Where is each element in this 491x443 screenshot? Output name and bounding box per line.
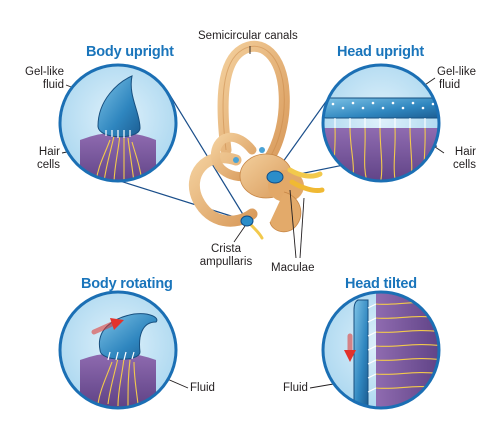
title-body-rotating: Body rotating [81,276,173,292]
title-head-upright: Head upright [337,44,425,60]
label-fluid-right: Fluid [283,382,308,394]
panel-body-rotating [58,290,178,410]
label-hair-cells-left: Hair cells [36,146,60,171]
macula-spot [266,170,284,184]
label-gel-like-fluid-right: Gel-like fluid [437,66,476,91]
title-head-tilted: Head tilted [345,276,417,292]
label-hair-cells-right: Hair cells [452,146,476,171]
label-crista-ampullaris: Crista ampullaris [199,243,253,268]
title-body-upright: Body upright [86,44,174,60]
label-gel-like-fluid-left: Gel-like fluid [25,66,64,91]
label-fluid-left: Fluid [190,382,215,394]
tilt-arrow-icon [344,333,356,362]
rotation-arrow-icon [91,318,124,335]
label-maculae: Maculae [271,262,315,274]
crista-spot [240,215,254,227]
label-semicircular-canals: Semicircular canals [198,30,298,42]
panel-body-upright [58,63,178,183]
panel-head-tilted [321,290,441,410]
panel-head-upright [321,63,441,183]
